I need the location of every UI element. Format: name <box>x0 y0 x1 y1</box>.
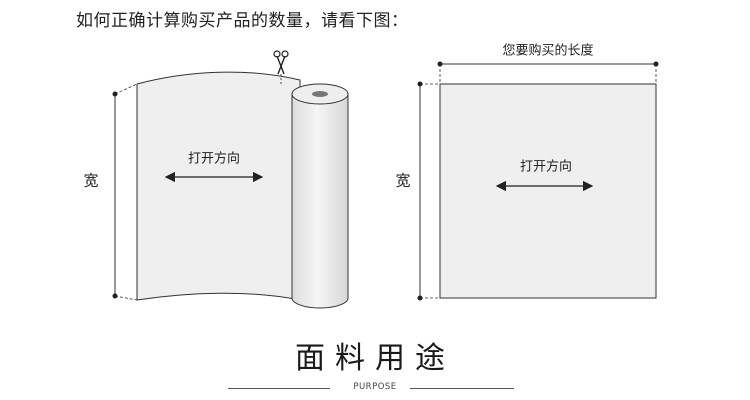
left-fabric-roll <box>136 71 349 309</box>
left-width-label: 宽 <box>83 171 99 190</box>
right-direction-label: 打开方向 <box>519 159 573 175</box>
section-title: 面料用途 <box>295 341 455 376</box>
right-width-label: 宽 <box>395 171 411 190</box>
divider-right <box>410 388 514 389</box>
left-fabric-sheet <box>136 71 301 301</box>
right-width-dimension <box>417 81 440 301</box>
section-subtitle: PURPOSE <box>353 382 397 392</box>
right-length-label: 您要购买的长度 <box>502 43 594 59</box>
scissors-icon <box>273 50 289 86</box>
right-fabric-sheet <box>439 83 657 299</box>
roll-body <box>291 93 349 309</box>
intro-text: 如何正确计算购买产品的数量，请看下图： <box>76 11 409 31</box>
roll-core <box>312 91 328 97</box>
left-width-dimension <box>112 83 138 301</box>
divider-left <box>228 388 330 389</box>
right-length-dimension <box>437 61 659 84</box>
left-direction-label: 打开方向 <box>187 151 241 167</box>
